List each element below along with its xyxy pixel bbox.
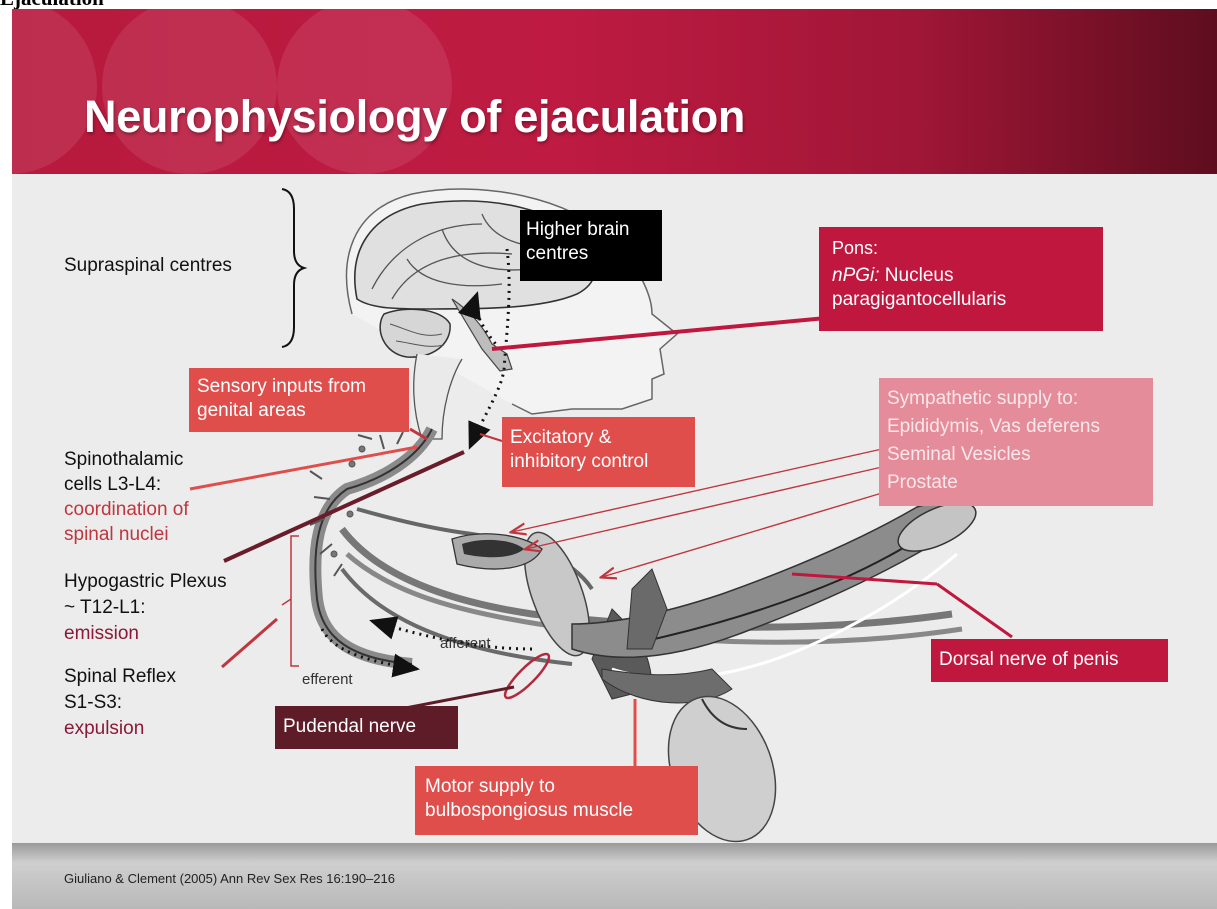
sympathetic-line1: Sympathetic supply to: [887, 385, 1145, 413]
hypogastric-label: Hypogastric Plexus ~ T12-L1: emission [64, 569, 227, 647]
spinothalamic-function2: spinal nuclei [64, 522, 189, 547]
excitatory-line1: Excitatory & [510, 426, 687, 450]
spinal-bracket-tip [282, 599, 291, 605]
pons-line2-rest: Nucleus [880, 265, 954, 286]
spinal-reflex-function: expulsion [64, 716, 176, 742]
sympathetic-line4: Prostate [887, 469, 1145, 497]
slide-footer: Giuliano & Clement (2005) Ann Rev Sex Re… [12, 843, 1217, 909]
spinal-reflex-line1: Spinal Reflex [64, 664, 176, 690]
sensory-line2: genital areas [197, 399, 401, 423]
supraspinal-brace [282, 189, 304, 347]
sensory-line1: Sensory inputs from [197, 375, 401, 399]
supraspinal-centres-label: Supraspinal centres [64, 254, 232, 278]
afferent-label: afferent [440, 635, 491, 652]
spinal-reflex-leader-line [222, 619, 277, 667]
motor-line1: Motor supply to [425, 775, 688, 799]
spinothalamic-function1: coordination of [64, 497, 189, 522]
higher-brain-line1: Higher brain [526, 218, 656, 242]
pons-abbrev: nPGi: [832, 265, 880, 286]
efferent-label: efferent [302, 671, 353, 688]
dorsal-nerve-box: Dorsal nerve of penis [931, 639, 1168, 682]
sympathetic-supply-box: Sympathetic supply to: Epididymis, Vas d… [879, 378, 1153, 506]
higher-brain-centres-box: Higher brain centres [520, 210, 662, 281]
motor-supply-box: Motor supply to bulbospongiosus muscle [415, 766, 698, 835]
spinothalamic-line1: Spinothalamic [64, 447, 189, 472]
pons-box: Pons: nPGi: Nucleus paragigantocellulari… [819, 227, 1103, 331]
higher-brain-line2: centres [526, 242, 656, 266]
sympathetic-line2: Epididymis, Vas deferens [887, 413, 1145, 441]
excitatory-control-box: Excitatory & inhibitory control [502, 417, 695, 487]
slide: Neurophysiology of ejaculation [12, 9, 1217, 909]
spinothalamic-label: Spinothalamic cells L3-L4: coordination … [64, 447, 189, 547]
pons-line3: paragigantocellularis [832, 288, 1090, 312]
sensory-inputs-box: Sensory inputs from genital areas [189, 368, 409, 432]
citation: Giuliano & Clement (2005) Ann Rev Sex Re… [64, 871, 395, 886]
pons-title: Pons: [832, 236, 1090, 260]
sympathetic-line3: Seminal Vesicles [887, 441, 1145, 469]
spinal-bracket [291, 536, 299, 666]
hypogastric-function: emission [64, 621, 227, 647]
spinothalamic-line2: cells L3-L4: [64, 472, 189, 497]
spinal-reflex-label: Spinal Reflex S1-S3: expulsion [64, 664, 176, 742]
excitatory-line2: inhibitory control [510, 450, 687, 474]
spinothalamic-leader-line [190, 447, 417, 489]
pons-line2: nPGi: Nucleus [832, 264, 1090, 288]
hypogastric-line1: Hypogastric Plexus [64, 569, 227, 595]
spinal-reflex-line2: S1-S3: [64, 690, 176, 716]
motor-line2: bulbospongiosus muscle [425, 799, 688, 823]
excitatory-leader-line [480, 434, 502, 441]
hypogastric-line2: ~ T12-L1: [64, 595, 227, 621]
hypogastric-leader-line [224, 452, 464, 561]
pudendal-nerve-box: Pudendal nerve [275, 706, 458, 749]
